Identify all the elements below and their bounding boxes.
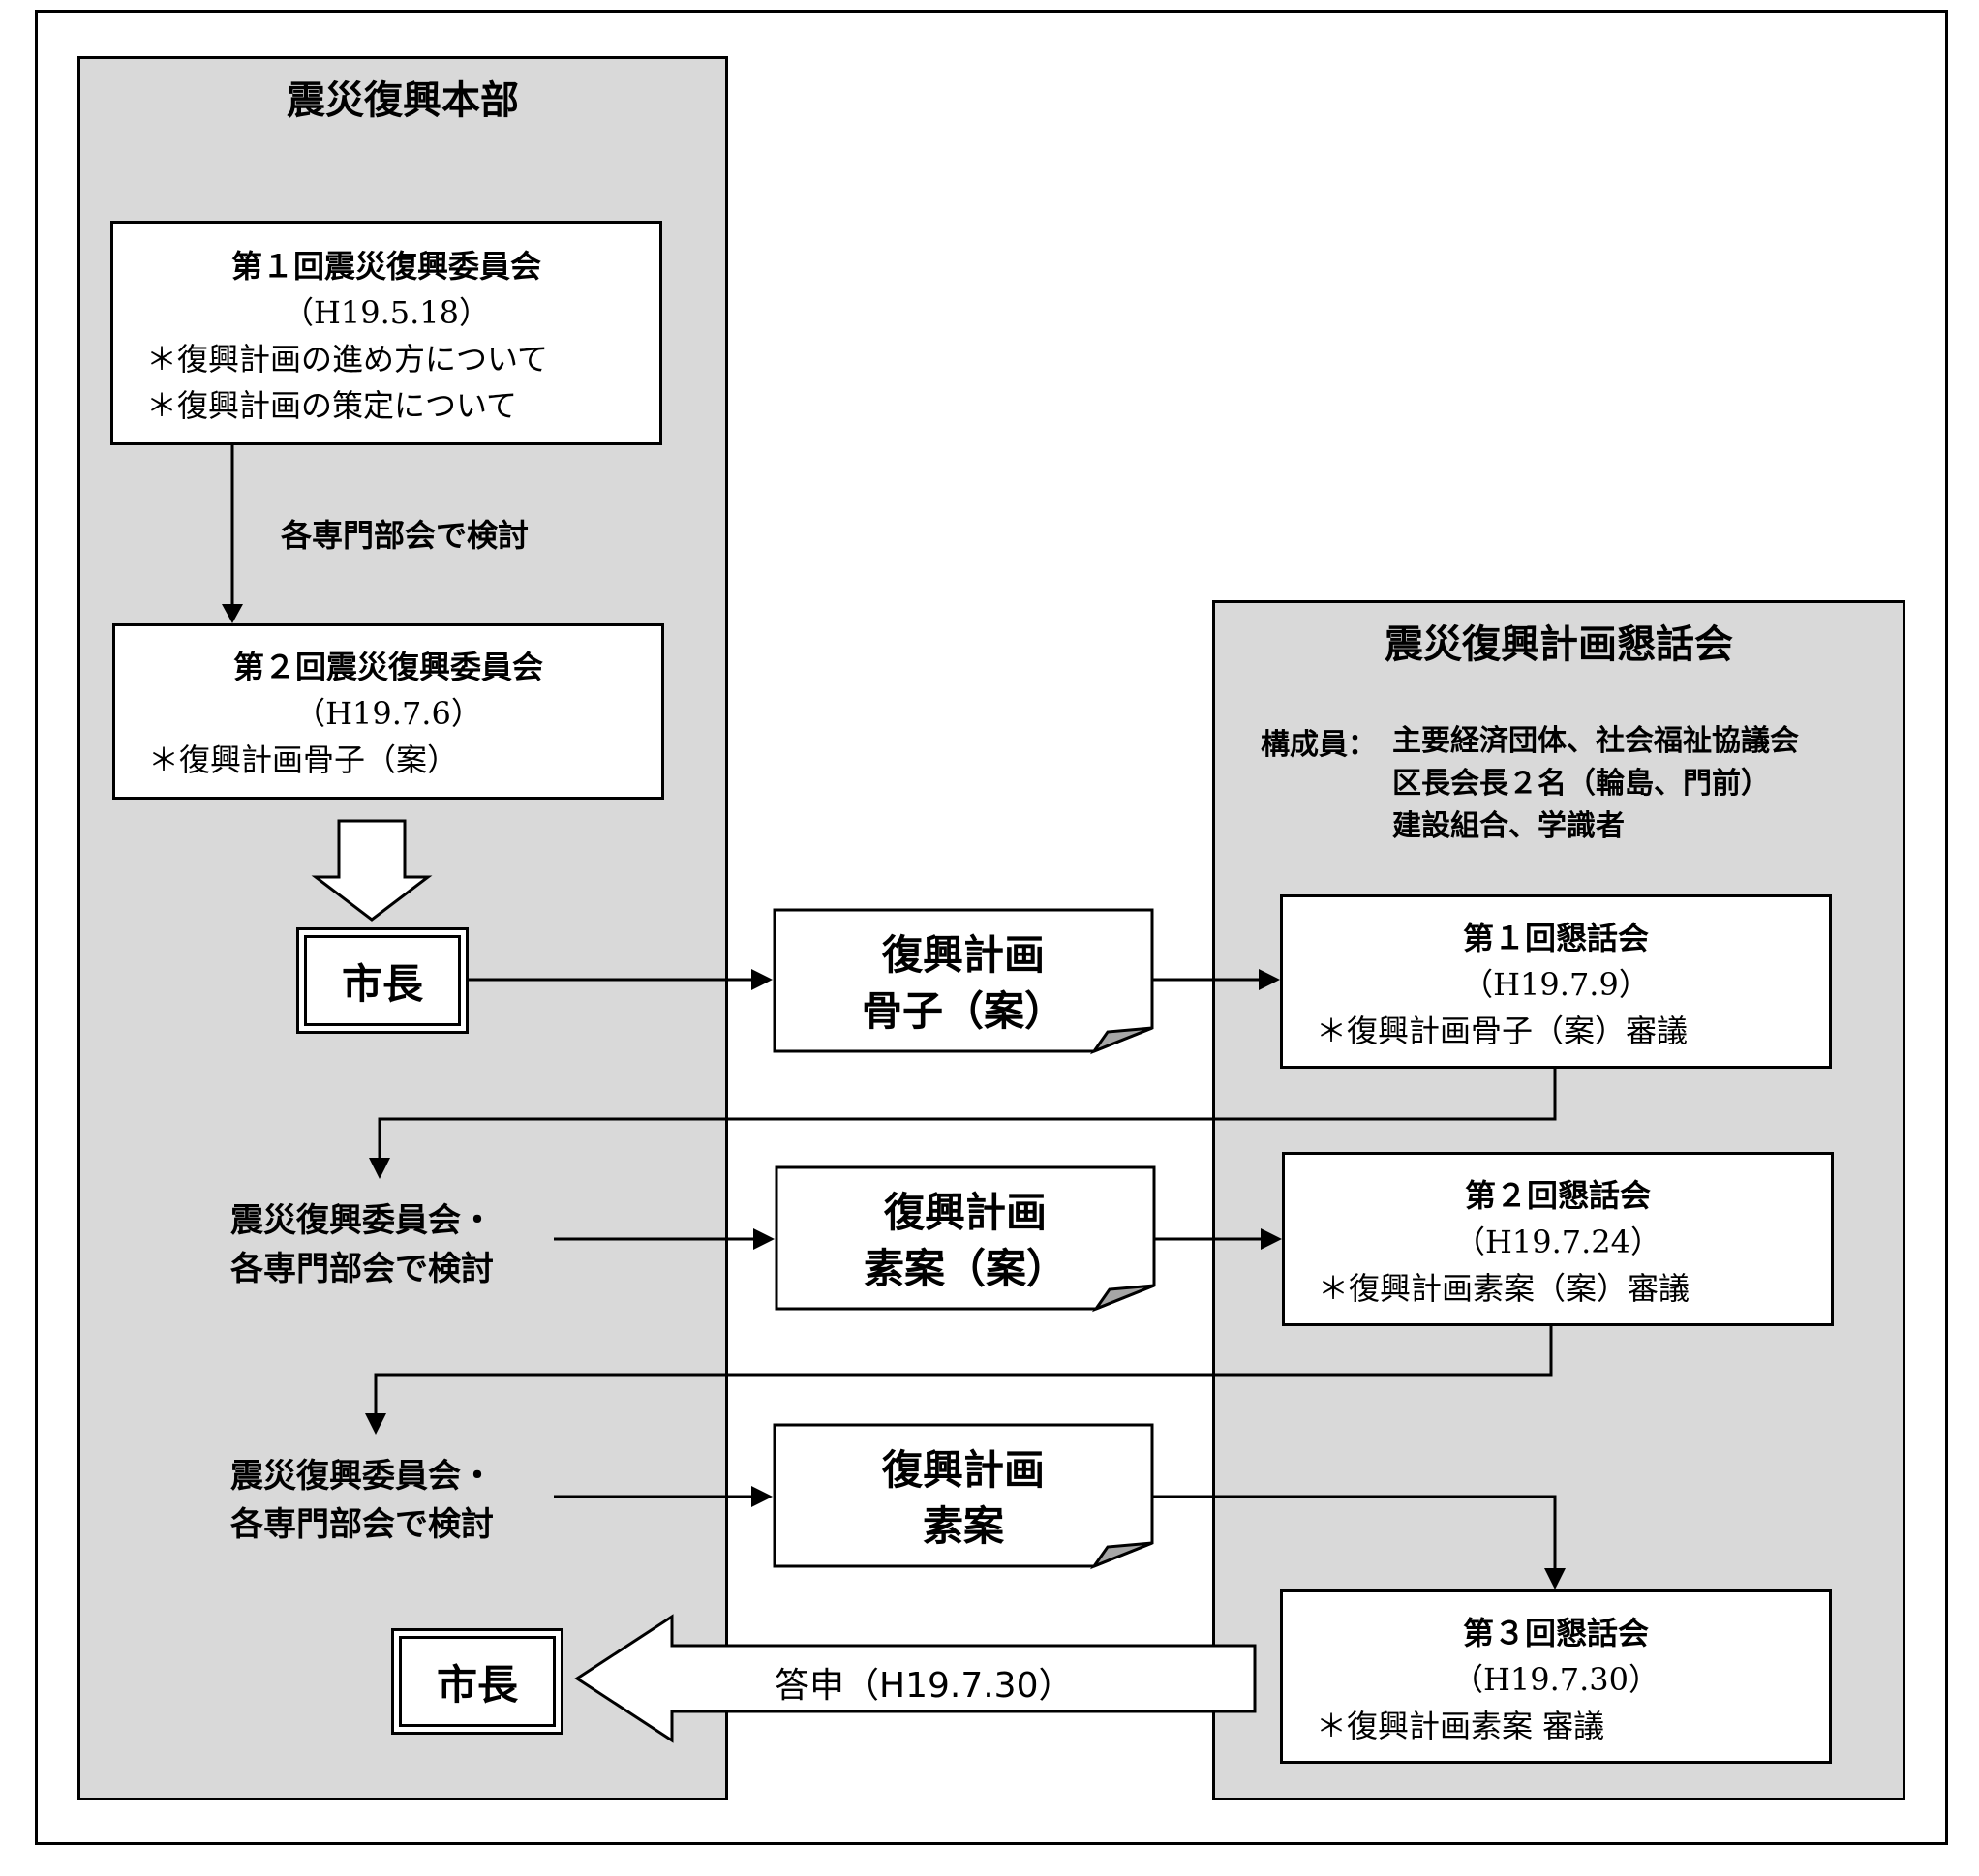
mayor-label: 市長 bbox=[436, 1660, 518, 1709]
report-arrow bbox=[574, 1614, 1257, 1743]
doc-fold bbox=[1089, 1541, 1153, 1570]
arrowhead bbox=[1261, 1228, 1282, 1250]
arrowhead bbox=[1544, 1568, 1566, 1589]
doc-fold bbox=[1089, 1026, 1153, 1055]
meeting2-box: 第２回懇話会 （H19.7.24） ＊復興計画素案（案）審議 bbox=[1282, 1152, 1834, 1326]
arrowhead bbox=[751, 1486, 773, 1507]
doc1-line: 復興計画 bbox=[881, 931, 1045, 979]
joint-review-line: 各専門部会で検討 bbox=[230, 1505, 494, 1544]
hollow-down-arrow bbox=[311, 819, 433, 922]
meeting3-title: 第３回懇話会 bbox=[1462, 1615, 1649, 1651]
meeting2-title: 第２回懇話会 bbox=[1464, 1177, 1651, 1214]
doc3-line: 復興計画 bbox=[881, 1446, 1045, 1494]
committee1-item: ＊復興計画の進め方について bbox=[146, 341, 549, 378]
joint-review-line: 震災復興委員会・ bbox=[230, 1201, 494, 1240]
doc2-text: 復興計画 素案（案） bbox=[776, 1185, 1154, 1297]
meeting3-date: （H19.7.30） bbox=[1451, 1661, 1660, 1698]
committee2-date: （H19.7.6） bbox=[294, 695, 482, 732]
committee1-title: 第１回震災復興委員会 bbox=[230, 248, 541, 285]
report-label: 答申（H19.7.30） bbox=[775, 1666, 1074, 1706]
meeting2-item: ＊復興計画素案（案）審議 bbox=[1318, 1270, 1690, 1307]
left-panel-title: 震災復興本部 bbox=[287, 78, 519, 123]
joint-review-line: 各専門部会で検討 bbox=[230, 1250, 494, 1288]
mayor-inner-border bbox=[399, 1636, 556, 1727]
doc2-line: 素案（案） bbox=[863, 1245, 1067, 1292]
review-label: 各専門部会で検討 bbox=[281, 517, 530, 554]
doc-fold bbox=[1091, 1284, 1155, 1313]
mayor-inner-border bbox=[304, 935, 461, 1026]
meeting1-title: 第１回懇話会 bbox=[1462, 920, 1649, 956]
committee2-box: 第２回震災復興委員会 （H19.7.6） ＊復興計画骨子（案） bbox=[112, 623, 664, 800]
meeting1-date: （H19.7.9） bbox=[1462, 966, 1650, 1003]
flow-arrow bbox=[378, 1069, 1557, 1160]
mayor-box: 市長 bbox=[296, 927, 469, 1034]
diagram-frame bbox=[35, 10, 1948, 1845]
right-panel-title: 震災復興計画懇話会 bbox=[1385, 622, 1733, 667]
committee1-box: 第１回震災復興委員会 （H19.5.18） ＊復興計画の進め方について ＊復興計… bbox=[110, 221, 662, 445]
joint-review-line: 震災復興委員会・ bbox=[230, 1457, 494, 1496]
arrowhead bbox=[365, 1413, 386, 1435]
members-line: 建設組合、学識者 bbox=[1392, 809, 1625, 843]
meeting3-box: 第３回懇話会 （H19.7.30） ＊復興計画素案 審議 bbox=[1280, 1589, 1832, 1764]
doc1-text: 復興計画 骨子（案） bbox=[775, 927, 1152, 1040]
members-line: 主要経済団体、社会福祉協議会 bbox=[1392, 724, 1799, 758]
doc3-line: 素案 bbox=[922, 1502, 1004, 1550]
committee1-date: （H19.5.18） bbox=[282, 294, 491, 331]
arrowhead bbox=[369, 1158, 390, 1179]
meeting1-item: ＊復興計画骨子（案）審議 bbox=[1316, 1013, 1689, 1049]
arrowhead bbox=[1259, 969, 1280, 990]
mayor-label: 市長 bbox=[341, 959, 423, 1008]
committee2-item: ＊復興計画骨子（案） bbox=[148, 741, 459, 778]
mayor-box: 市長 bbox=[391, 1628, 563, 1735]
doc2-line: 復興計画 bbox=[883, 1189, 1047, 1236]
committee1-item: ＊復興計画の策定について bbox=[146, 387, 518, 424]
meeting1-box: 第１回懇話会 （H19.7.9） ＊復興計画骨子（案）審議 bbox=[1280, 894, 1832, 1069]
flow-arrow bbox=[1152, 1495, 1557, 1570]
members-list: 主要経済団体、社会福祉協議会 区長会長２名（輪島、門前） 建設組合、学識者 bbox=[1392, 720, 1799, 848]
members-label: 構成員： bbox=[1261, 728, 1377, 762]
committee2-title: 第２回震災復興委員会 bbox=[232, 649, 543, 685]
doc1-line: 骨子（案） bbox=[861, 987, 1065, 1035]
meeting3-item: ＊復興計画素案 審議 bbox=[1316, 1708, 1605, 1744]
arrowhead bbox=[751, 969, 773, 990]
meeting2-date: （H19.7.24） bbox=[1453, 1224, 1662, 1260]
arrowhead bbox=[222, 604, 243, 623]
joint-review-label: 震災復興委員会・ 各専門部会で検討 bbox=[230, 1196, 494, 1293]
flow-arrow bbox=[374, 1326, 1553, 1415]
doc3-text: 復興計画 素案 bbox=[775, 1442, 1152, 1555]
members-line: 区長会長２名（輪島、門前） bbox=[1392, 767, 1770, 801]
arrowhead bbox=[753, 1228, 775, 1250]
joint-review-label: 震災復興委員会・ 各専門部会で検討 bbox=[230, 1452, 494, 1549]
